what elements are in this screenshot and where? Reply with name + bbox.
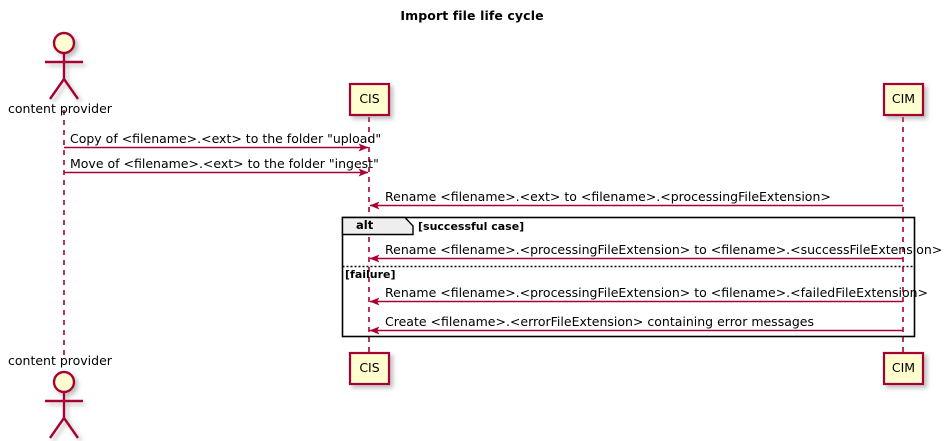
message-label-3: Rename <filename>.<ext> to <filename>.<p… <box>385 189 831 204</box>
message-arrows <box>64 143 903 335</box>
alt-guard-successful: [successful case] <box>418 220 525 233</box>
participant-box-cis-top[interactable] <box>348 82 391 117</box>
alt-guard-failure: [failure] <box>345 268 396 281</box>
actor-label-bottom: content provider <box>8 353 112 368</box>
alt-fragment-frame <box>341 216 916 338</box>
alt-operator-label: alt <box>356 218 374 232</box>
participant-box-cis-bottom[interactable] <box>348 351 391 386</box>
actor-figure-top[interactable] <box>45 31 83 100</box>
actor-label-top: content provider <box>8 101 112 116</box>
participant-label-cim-bottom[interactable]: CIM <box>891 360 916 375</box>
participant-label-cis-top[interactable]: CIS <box>359 91 380 106</box>
participant-box-cim-top[interactable] <box>882 82 925 117</box>
participant-boxes <box>348 82 925 386</box>
message-label-6: Create <filename>.<errorFileExtension> c… <box>385 314 815 329</box>
participant-label-cis-bottom[interactable]: CIS <box>359 360 380 375</box>
alt-operator-tab <box>341 216 414 236</box>
message-label-1: Copy of <filename>.<ext> to the folder "… <box>70 131 382 146</box>
message-label-5: Rename <filename>.<processingFileExtensi… <box>385 285 928 300</box>
message-label-2: Move of <filename>.<ext> to the folder "… <box>70 156 379 171</box>
page-title: Import file life cycle <box>400 8 544 23</box>
actor-figure-bottom[interactable] <box>45 370 83 439</box>
participant-box-cim-bottom[interactable] <box>882 351 925 386</box>
message-label-4: Rename <filename>.<processingFileExtensi… <box>385 242 943 257</box>
participant-label-cim-top[interactable]: CIM <box>891 91 916 106</box>
lifelines <box>63 110 904 355</box>
